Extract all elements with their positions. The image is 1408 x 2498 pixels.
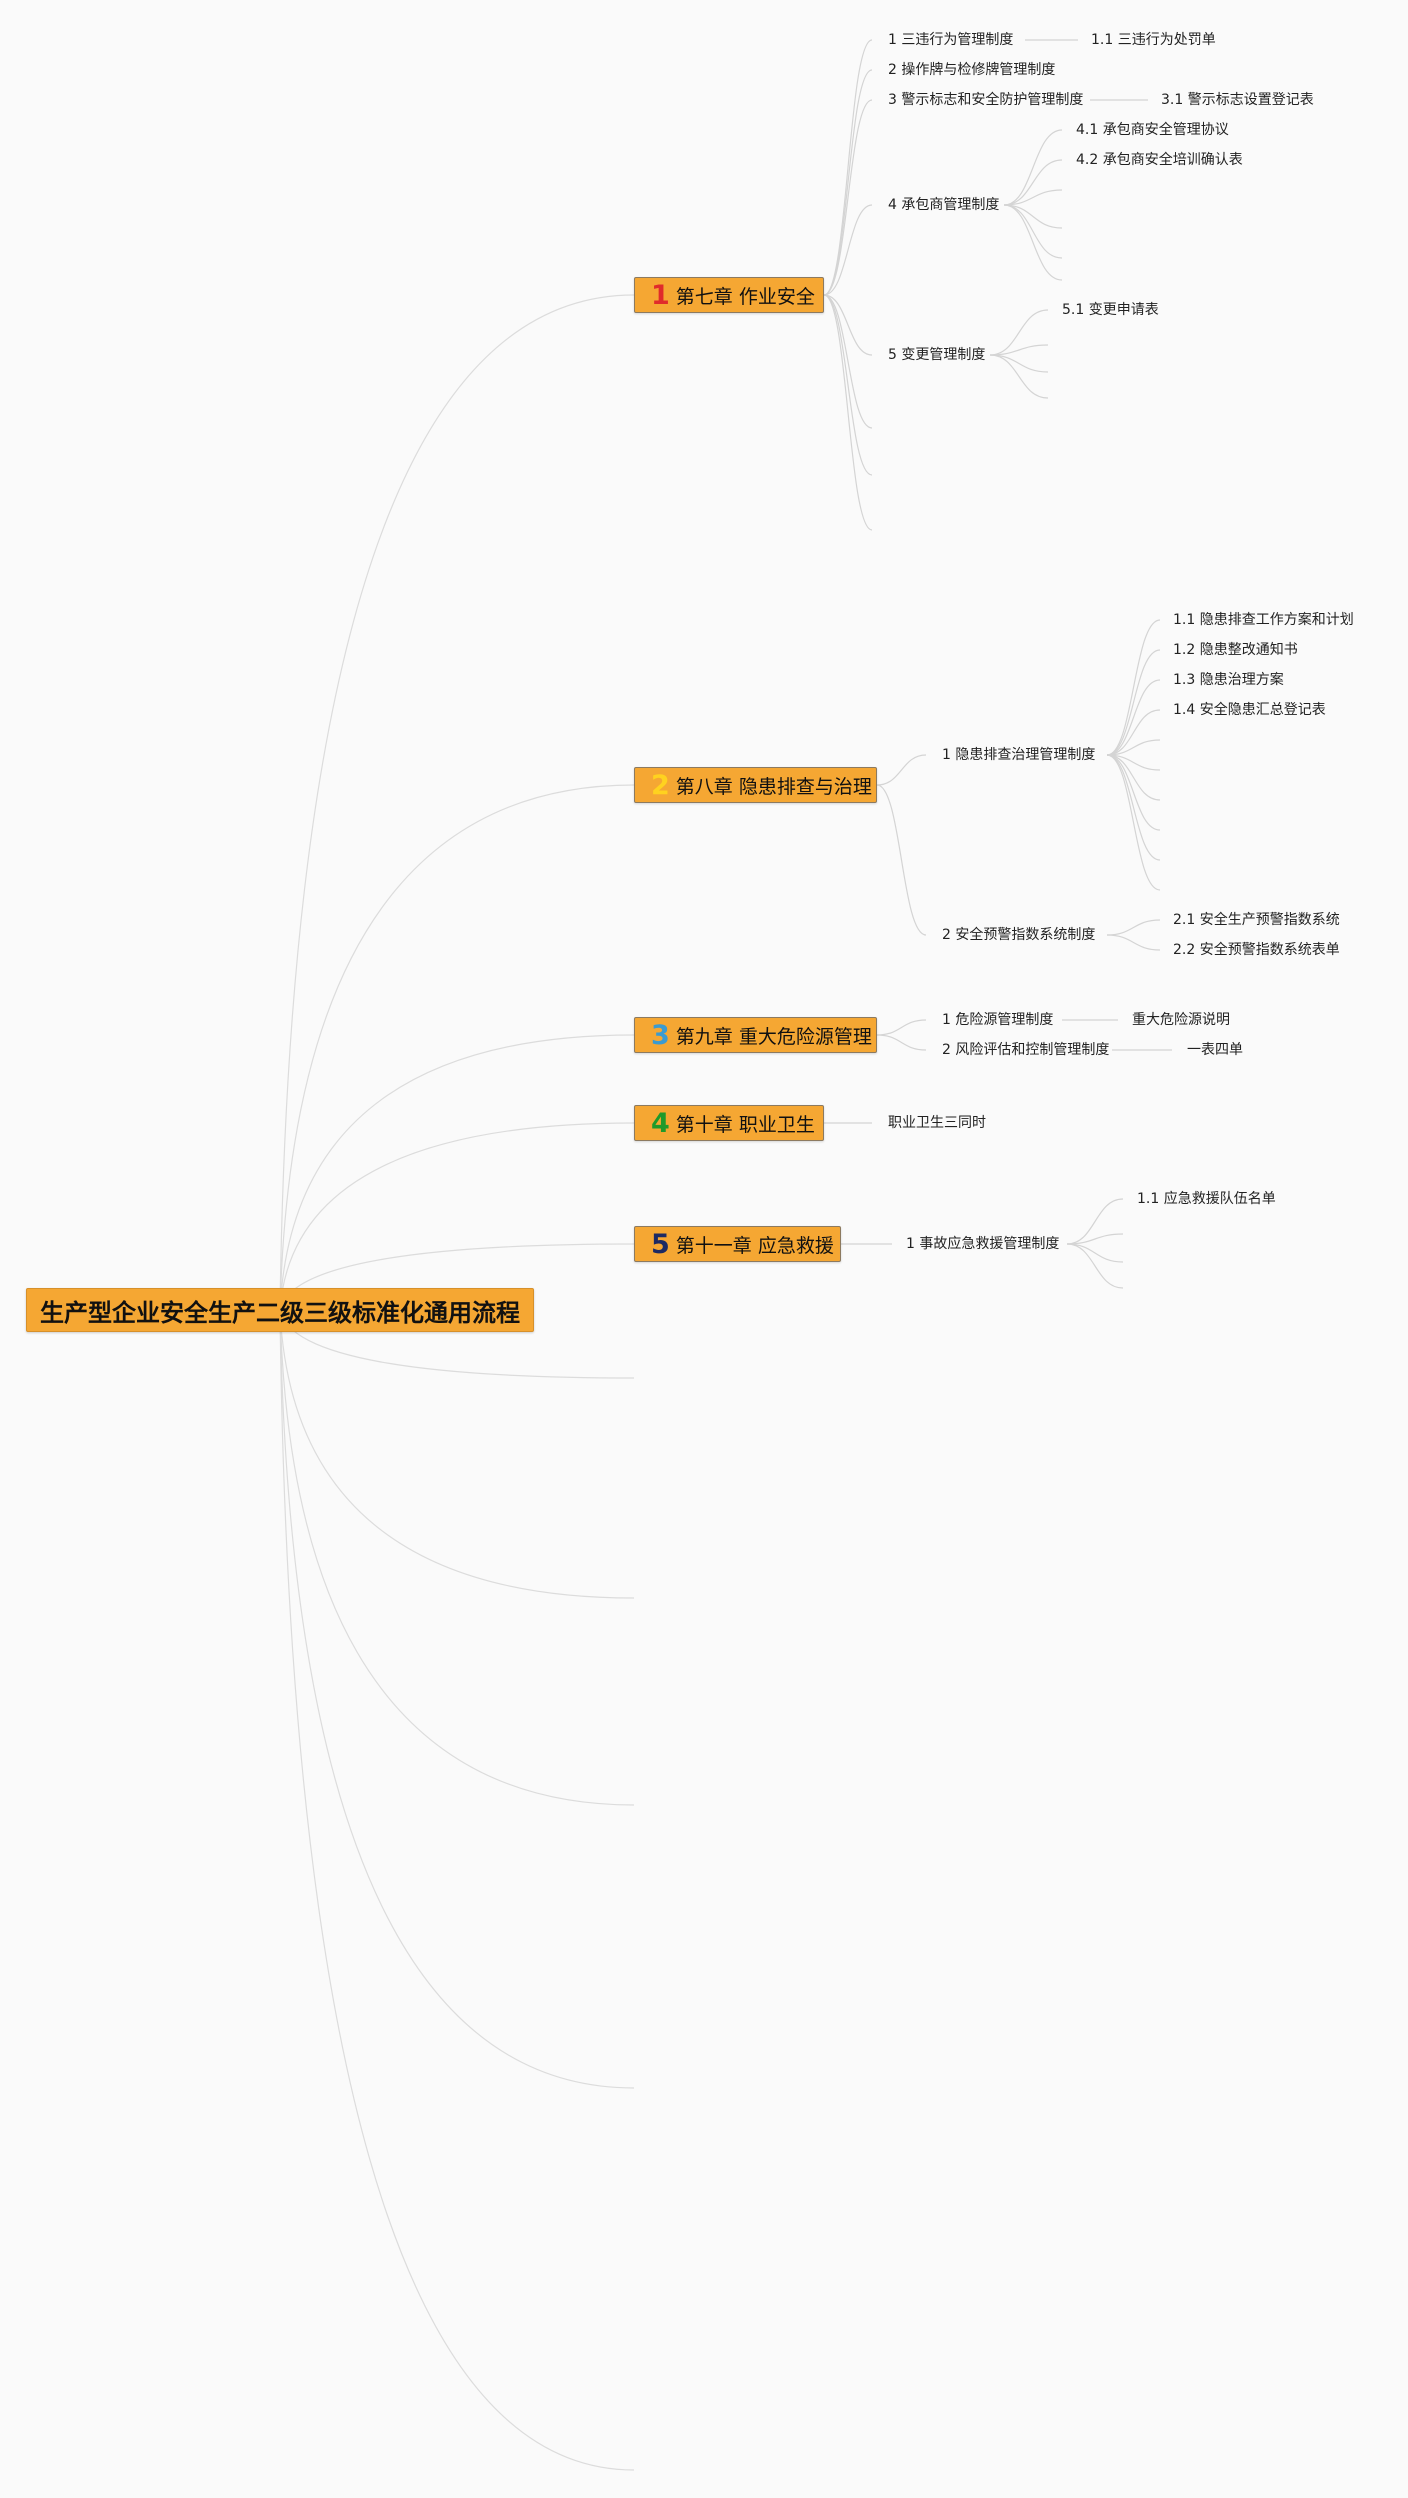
node-c1-s5-1[interactable]: 5.1 变更申请表	[1062, 302, 1159, 318]
connector-curve	[1106, 709, 1161, 756]
chapter-number-icon: 3	[651, 1019, 670, 1051]
root-connector	[279, 294, 635, 1311]
chapter-node-11[interactable]: 5 第十一章 应急救援	[634, 1226, 841, 1262]
node-c2-s1-4[interactable]: 1.4 安全隐患汇总登记表	[1173, 702, 1326, 718]
connector-curve	[1106, 739, 1161, 756]
node-c2-s2[interactable]: 2 安全预警指数系统制度	[942, 927, 1096, 943]
chapter-number-icon: 5	[651, 1228, 670, 1260]
connector-curve	[1106, 754, 1161, 891]
chapter-number-icon: 1	[651, 279, 670, 311]
connector-curve	[1066, 1243, 1124, 1289]
connector-curve	[1066, 1198, 1124, 1245]
connector-curve	[1066, 1233, 1124, 1245]
root-connector	[279, 1309, 635, 2471]
root-connector	[279, 1309, 635, 2089]
node-c3-s1[interactable]: 1 危险源管理制度	[942, 1012, 1054, 1028]
connector-curve	[989, 309, 1049, 356]
node-c3-s1-1[interactable]: 重大危险源说明	[1132, 1012, 1230, 1028]
connector-curve	[1106, 754, 1161, 801]
connector-curve	[989, 354, 1049, 399]
node-c3-s2[interactable]: 2 风险评估和控制管理制度	[942, 1042, 1110, 1058]
connector-curve	[823, 99, 873, 296]
node-c1-s4[interactable]: 4 承包商管理制度	[888, 197, 1000, 213]
connector-curve	[876, 1034, 927, 1051]
connector-curve	[1106, 934, 1161, 951]
connector-curve	[823, 39, 873, 296]
connector-curve	[1003, 204, 1063, 229]
node-c1-s2[interactable]: 2 操作牌与检修牌管理制度	[888, 62, 1056, 78]
connector-curve	[876, 1019, 927, 1036]
connector-curve	[1106, 754, 1161, 771]
root-node[interactable]: 生产型企业安全生产二级三级标准化通用流程	[26, 1288, 534, 1332]
node-c2-s1-1[interactable]: 1.1 隐患排查工作方案和计划	[1173, 612, 1354, 628]
connector-curve	[1066, 1243, 1124, 1263]
connector-curve	[1003, 204, 1063, 281]
chapter-label: 第十一章 应急救援	[675, 1234, 834, 1257]
connector-curve	[1106, 679, 1161, 756]
node-c1-s1[interactable]: 1 三违行为管理制度	[888, 32, 1014, 48]
node-c2-s1-3[interactable]: 1.3 隐患治理方案	[1173, 672, 1284, 688]
root-connector	[279, 1122, 635, 1311]
node-c2-s2-2[interactable]: 2.2 安全预警指数系统表单	[1173, 942, 1340, 958]
node-c3-s2-1[interactable]: 一表四单	[1187, 1042, 1243, 1058]
connector-curve	[823, 204, 873, 296]
node-c1-s5[interactable]: 5 变更管理制度	[888, 347, 986, 363]
node-c2-s1[interactable]: 1 隐患排查治理管理制度	[942, 747, 1096, 763]
connector-curve	[876, 784, 927, 936]
connector-curve	[989, 354, 1049, 373]
connector-curve	[1106, 919, 1161, 936]
chapter-label: 第九章 重大危险源管理	[675, 1025, 872, 1048]
node-c2-s1-2[interactable]: 1.2 隐患整改通知书	[1173, 642, 1298, 658]
chapter-node-10[interactable]: 4 第十章 职业卫生	[634, 1105, 824, 1141]
node-c5-s1[interactable]: 1 事故应急救援管理制度	[906, 1236, 1060, 1252]
connector-curve	[823, 294, 873, 429]
connector-curve	[1106, 619, 1161, 756]
root-connector	[279, 1309, 635, 1599]
node-c1-s4-2[interactable]: 4.2 承包商安全培训确认表	[1076, 152, 1243, 168]
root-connector	[279, 1034, 635, 1311]
node-c1-s3-1[interactable]: 3.1 警示标志设置登记表	[1161, 92, 1314, 108]
node-c1-s3[interactable]: 3 警示标志和安全防护管理制度	[888, 92, 1084, 108]
connector-curve	[989, 344, 1049, 356]
connector-curve	[823, 294, 873, 356]
chapter-label: 第十章 职业卫生	[675, 1113, 815, 1136]
chapter-node-8[interactable]: 2 第八章 隐患排查与治理	[634, 767, 877, 803]
connector-curve	[1106, 754, 1161, 831]
node-c4-s1[interactable]: 职业卫生三同时	[888, 1115, 986, 1131]
connector-curve	[1003, 204, 1063, 259]
chapter-node-7[interactable]: 1 第七章 作业安全	[634, 277, 824, 313]
chapter-number-icon: 4	[651, 1107, 670, 1139]
connector-curve	[1003, 189, 1063, 206]
chapter-label: 第七章 作业安全	[675, 285, 815, 308]
connector-curve	[823, 294, 873, 476]
node-c1-s1-1[interactable]: 1.1 三违行为处罚单	[1091, 32, 1216, 48]
connector-curve	[1106, 649, 1161, 756]
node-c2-s2-1[interactable]: 2.1 安全生产预警指数系统	[1173, 912, 1340, 928]
connector-curve	[1003, 159, 1063, 206]
node-c1-s4-1[interactable]: 4.1 承包商安全管理协议	[1076, 122, 1229, 138]
chapter-label: 第八章 隐患排查与治理	[675, 775, 872, 798]
connector-curve	[1106, 754, 1161, 861]
connector-curve	[823, 294, 873, 531]
connector-curve	[876, 754, 927, 786]
connector-curve	[823, 69, 873, 296]
chapter-number-icon: 2	[651, 769, 670, 801]
chapter-node-9[interactable]: 3 第九章 重大危险源管理	[634, 1017, 877, 1053]
node-c5-s1-1[interactable]: 1.1 应急救援队伍名单	[1137, 1191, 1276, 1207]
connector-curve	[1003, 129, 1063, 206]
root-connector	[279, 1309, 635, 1806]
root-connector	[279, 784, 635, 1311]
